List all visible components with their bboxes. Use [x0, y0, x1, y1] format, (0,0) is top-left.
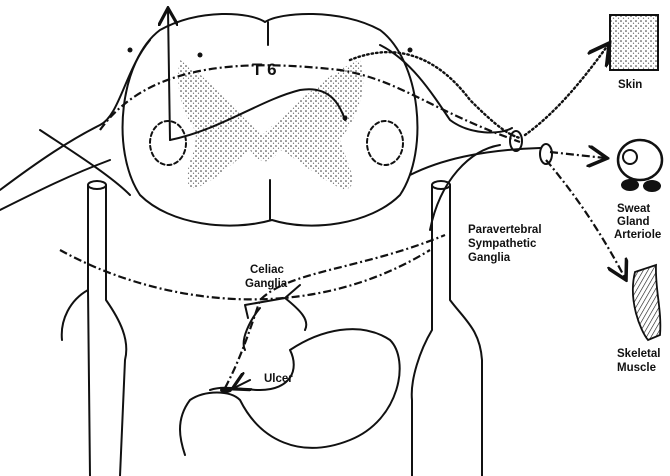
- sweat-gland-icon: [616, 138, 664, 192]
- ulcer-marker: [220, 387, 232, 393]
- skin-label: Skin: [618, 79, 642, 91]
- skin-sample: [609, 14, 659, 71]
- celiac-label-1: Celiac: [250, 264, 284, 276]
- segment-label: T 6: [252, 60, 277, 79]
- spinal-nerves: [0, 39, 553, 231]
- paravertebral-label-1: Paravertebral: [468, 224, 542, 236]
- sympathetic-chain-right: [410, 180, 483, 476]
- sweat-gland-label-2: Gland: [617, 216, 650, 228]
- ulcer-label: Ulcer: [264, 373, 293, 385]
- paravertebral-label-2: Sympathetic: [468, 238, 537, 250]
- sympathetic-chain-left: [60, 180, 128, 476]
- sweat-gland-label-3: Arteriole: [614, 229, 661, 241]
- sweat-gland-label-1: Sweat: [617, 203, 650, 215]
- skeletal-muscle-label-2: Muscle: [617, 362, 656, 374]
- spinal-cord: T 6: [121, 12, 419, 227]
- skeletal-muscle-icon: [631, 263, 662, 342]
- celiac-ganglia: [242, 284, 308, 351]
- paravertebral-label-3: Ganglia: [468, 252, 511, 264]
- skeletal-muscle-label-1: Skeletal: [617, 348, 660, 360]
- celiac-label-2: Ganglia: [245, 278, 288, 290]
- stomach: [179, 328, 401, 456]
- grey-matter: [178, 60, 364, 190]
